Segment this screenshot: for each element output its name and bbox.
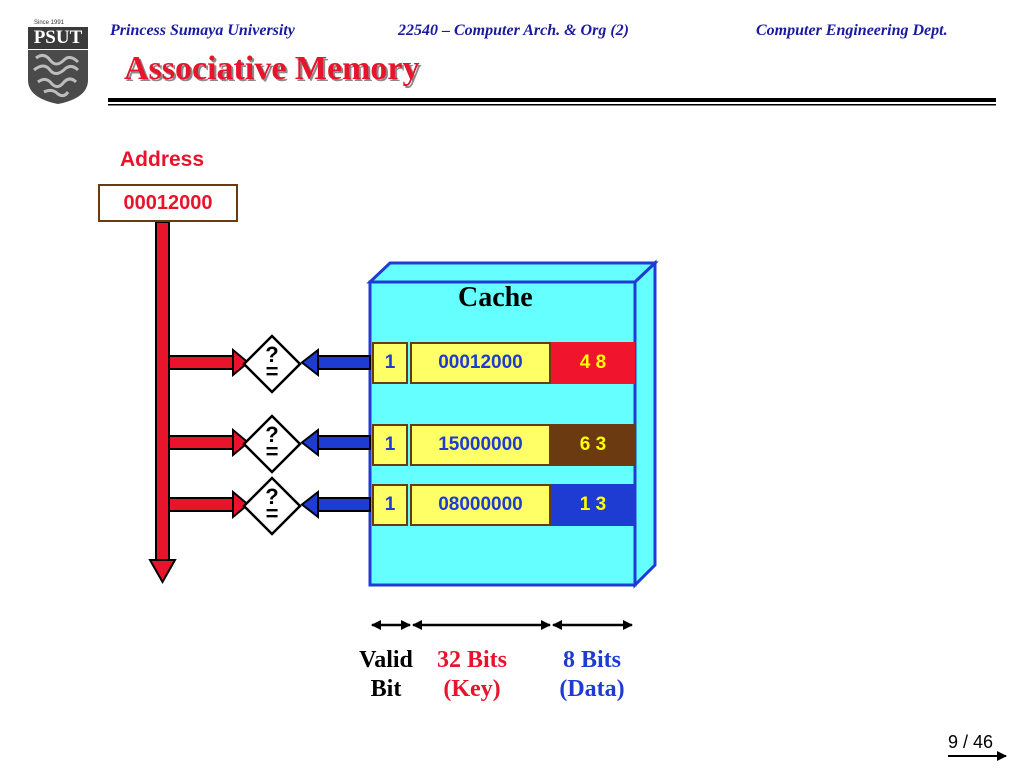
key-cell: 08000000: [410, 484, 551, 526]
comparator-1: [242, 334, 302, 394]
psut-logo: [28, 27, 88, 104]
question-mark: ?: [265, 484, 279, 509]
valid-bit-cell: 1: [372, 342, 408, 384]
question-mark: ?: [265, 342, 279, 367]
bus-to-comparator-arrow: [168, 347, 250, 378]
logo-since-text: Since 1991: [34, 20, 65, 26]
header-university: Princess Sumaya University: [110, 22, 295, 39]
comparator-2: [242, 414, 302, 474]
address-label: Address: [120, 148, 205, 171]
address-bus-arrow: [148, 221, 177, 585]
key-cell: 00012000: [410, 342, 551, 384]
legend-key: 32 Bits (Key): [436, 647, 507, 702]
data-cell: 1 3: [551, 484, 635, 526]
bus-to-comparator-arrow: [168, 427, 250, 458]
comparator-2-label: ? =: [262, 422, 282, 464]
equals-sign: =: [265, 439, 279, 464]
key-cell: 15000000: [410, 424, 551, 466]
legend-data: 8 Bits (Data): [559, 647, 625, 702]
address-value: 00012000: [98, 184, 238, 222]
valid-bit-cell: 1: [372, 484, 408, 526]
data-cell: 4 8: [551, 342, 635, 384]
bus-to-comparator-arrow: [168, 489, 250, 520]
logo-text: PSUT: [33, 27, 83, 48]
page-number: 9 / 46: [948, 732, 994, 752]
cache-title: Cache: [458, 282, 533, 313]
comparator-1-label: ? =: [262, 342, 282, 384]
cache-to-comparator-arrow: [300, 427, 371, 458]
valid-bit-cell: 1: [372, 424, 408, 466]
header-rule: [108, 98, 996, 102]
equals-sign: =: [265, 359, 279, 384]
equals-sign: =: [265, 501, 279, 526]
header-course: 22540 – Computer Arch. & Org (2): [398, 22, 629, 39]
data-cell: 6 3: [551, 424, 635, 466]
question-mark: ?: [265, 422, 279, 447]
cache-to-comparator-arrow: [300, 489, 371, 520]
comparator-3: [242, 476, 302, 536]
header-department: Computer Engineering Dept.: [756, 22, 948, 39]
page-title: Associative Memory: [124, 50, 420, 87]
legend-valid: Valid Bit: [359, 647, 413, 702]
comparator-3-label: ? =: [262, 484, 282, 526]
cache-to-comparator-arrow: [300, 347, 371, 378]
